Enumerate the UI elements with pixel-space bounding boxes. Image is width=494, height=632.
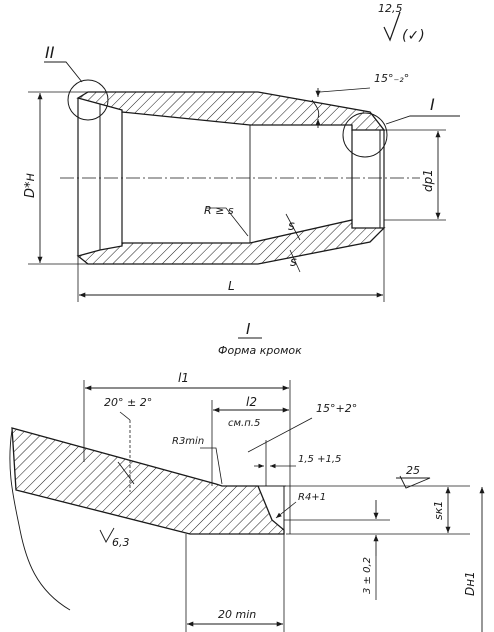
dim-L-label: L xyxy=(228,279,235,293)
edge-detail: l1 l2 см.п.5 20° ± 2° 15°+2° R3min 1,5 +… xyxy=(9,371,485,632)
detail-title: I Форма кромок xyxy=(218,320,302,357)
r4-label: R4+1 xyxy=(298,492,326,503)
thickness-label-bottom: s xyxy=(290,255,297,270)
roughness-symbol: 12,5 (✓) xyxy=(378,2,425,44)
roughness-25-label: 25 xyxy=(406,464,420,477)
detail-circle-II xyxy=(67,79,109,121)
roughness-mark: (✓) xyxy=(402,28,425,44)
dim-3-label: 3 ± 0,2 xyxy=(362,557,373,594)
angle-20-label: 20° ± 2° xyxy=(104,396,152,409)
upper-wall-section xyxy=(76,91,386,131)
detail-label-I: I xyxy=(430,95,435,114)
reducer-view: II I 15°₋₂° D*н dр1 R ≥ s s s L xyxy=(23,43,460,302)
thickness-label-top: s xyxy=(288,219,295,234)
dim-l2-label: l2 xyxy=(246,395,257,409)
dim-15-label: 1,5 +1,5 xyxy=(298,454,341,465)
detail-label-II: II xyxy=(45,43,55,62)
min-20-label: 20 min xyxy=(218,608,256,621)
detail-title-number: I xyxy=(246,320,251,338)
roughness-63-label: 6,3 xyxy=(112,536,130,549)
r3min-label: R3min xyxy=(172,436,204,447)
roughness-value: 12,5 xyxy=(378,2,403,15)
dim-Dh-label: D*н xyxy=(23,172,38,198)
see-note-label: см.п.5 xyxy=(228,418,260,429)
dim-dp1-label: dр1 xyxy=(421,169,435,192)
s-k1-label: sк1 xyxy=(432,501,445,520)
dim-l1-label: l1 xyxy=(178,371,189,385)
dim-Dh1-label: Dн1 xyxy=(463,571,477,596)
taper-angle-label: 15°₋₂° xyxy=(374,72,409,85)
edge-section xyxy=(11,427,285,535)
detail-circle-I xyxy=(342,112,388,158)
lower-wall-section xyxy=(76,219,386,265)
angle-15-label: 15°+2° xyxy=(316,402,357,415)
radius-note: R ≥ s xyxy=(204,204,234,217)
detail-title-text: Форма кромок xyxy=(218,344,302,357)
